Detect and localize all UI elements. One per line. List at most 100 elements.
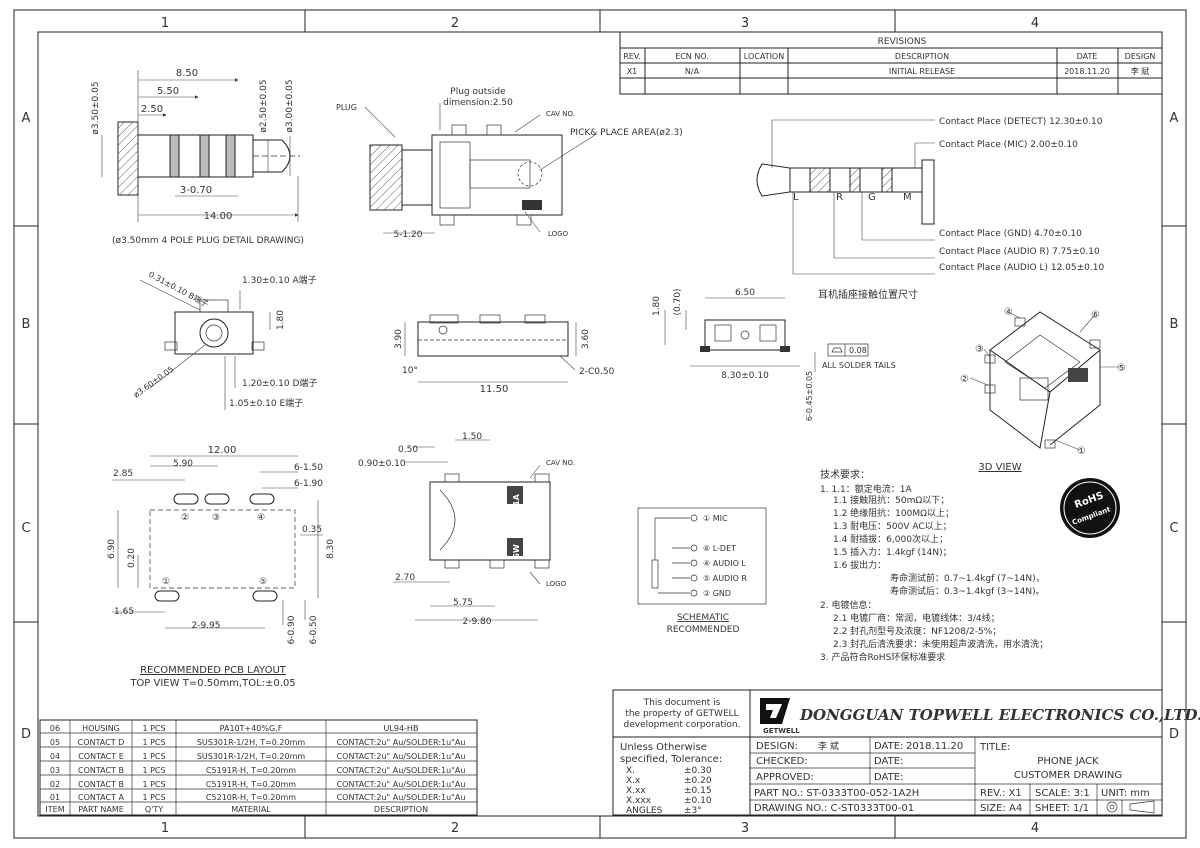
pcb-dim-6150: 6-1.50: [294, 463, 323, 473]
bom-cell: C5191R-H, T=0.20mm: [206, 780, 296, 789]
plug-dim-dia-300: ø3.00±0.05: [285, 79, 295, 132]
part-number: PART NO.: ST-0333T00-052-1A2H: [754, 788, 919, 799]
plug-dim-3070: 3-0.70: [180, 185, 212, 196]
zone-col-3-bottom: 3: [741, 821, 749, 836]
jack-bottom-view: 1A GW 0.50 1.50 0.90±0.10 CAV NO. 2.70 5…: [358, 432, 575, 627]
property-line-2: the property of GETWELL: [625, 709, 738, 719]
front-view-dim-105: 1.05±0.10 E端子: [229, 397, 303, 409]
tech-req-line-6: 1.6 拔出力：: [833, 559, 886, 571]
bom-cell: 03: [50, 766, 60, 775]
end-view-dim-045: 6-0.45±0.05: [805, 371, 814, 421]
bom-header: Q'TY: [145, 805, 163, 814]
bom-cell: CONTACT A: [78, 793, 124, 802]
tech-req-line-12: 2.3 封孔后清洗要求：未使用超声波清洗，用水清洗；: [833, 638, 1048, 650]
pcb-dim-2995: 2-9.95: [191, 621, 220, 631]
company-logo-icon: [760, 698, 790, 724]
bottom-view-dim-270: 2.70: [395, 573, 415, 583]
property-line-3: development corporation.: [624, 720, 741, 730]
date-value: 2018.11.20: [906, 741, 963, 752]
bom-cell: C5191R-H, T=0.20mm: [206, 766, 296, 775]
bom-header: ITEM: [45, 805, 64, 814]
title-label: TITLE:: [979, 742, 1010, 753]
contact-place-drawing: L R G M Contact Place (DETECT) 12.30±0.1…: [756, 117, 1104, 301]
bom-cell: 1 PCS: [142, 738, 165, 747]
tech-req-line-7: 寿命测试前：0.7~1.4kgf (7~14N)，: [890, 572, 1045, 584]
bom-cell: CONTACT E: [78, 752, 124, 761]
contact-place-detect: Contact Place (DETECT) 12.30±0.10: [939, 117, 1103, 127]
bottom-view-mark-1a: 1A: [512, 493, 521, 506]
bom-cell: CONTACT B: [78, 780, 124, 789]
approved-date-label: DATE:: [874, 772, 903, 783]
zone-row-a-left: A: [22, 111, 31, 126]
bom-cell: 1 PCS: [142, 752, 165, 761]
bom-cell: CONTACT D: [78, 738, 125, 747]
tolerance-label-xx: X.x: [626, 776, 641, 786]
side-view-plug-outside-1: Plug outside: [450, 87, 506, 97]
top-view-dim-1150: 11.50: [480, 384, 509, 395]
rev-value-design: 李 斌: [1131, 66, 1150, 76]
rev-header-date: DATE: [1077, 52, 1098, 61]
bom-cell: CONTACT:2u" Au/SOLDER:1u"Au: [337, 738, 466, 747]
date-label: DATE:: [874, 741, 903, 752]
bottom-view-dim-2980: 2-9.80: [462, 617, 491, 627]
pcb-pad-5: ⑤: [259, 577, 267, 587]
zone-labels: 1 2 3 4 1 2 3 4 A B C D A B C D: [21, 16, 1179, 836]
side-view-dim-5120: 5-1.20: [393, 230, 422, 240]
sheet-border: [13, 9, 1187, 839]
tolerance-value-xxx: ±0.15: [684, 786, 712, 796]
tolerance-title-2: specified, Tolerance:: [620, 754, 722, 765]
tolerance-value-x: ±0.30: [684, 766, 712, 776]
pcb-dim-690: 6.90: [107, 539, 117, 559]
rev-value-description: INITIAL RELEASE: [889, 67, 955, 76]
tech-req-line-3: 1.3 耐电压：500V AC以上；: [833, 520, 952, 532]
end-view-dim-070: (0.70): [673, 288, 683, 315]
tolerance-label-x: X.: [626, 766, 635, 776]
property-line-1: This document is: [643, 698, 721, 708]
rohs-badge: RoHS Compliant: [1060, 478, 1120, 538]
jack-end-view: 6.50 8.30±0.10 1.80 (0.70) 6-0.45±0.05 0…: [652, 288, 896, 421]
rev-header-description: DESCRIPTION: [895, 52, 949, 61]
flatness-symbol-icon: [831, 347, 843, 353]
rev-header-ecn: ECN NO.: [675, 52, 709, 61]
tech-req-line-2: 1.2 绝缘阻抗：100MΩ以上；: [833, 507, 954, 519]
bom-cell: CONTACT:2u" Au/SOLDER:1u"Au: [337, 766, 466, 775]
tolerance-value-xxxx: ±0.10: [684, 796, 712, 806]
rev-value-rev: X1: [627, 67, 638, 76]
zone-row-c-right: C: [1169, 521, 1178, 536]
tolerance-label-angles: ANGLES: [626, 806, 663, 816]
bom-cell: HOUSING: [82, 724, 120, 733]
bom-cell: CONTACT:2u" Au/SOLDER:1u"Au: [337, 752, 466, 761]
contact-letter-g: G: [868, 192, 876, 203]
bom-cell: UL94-HB: [384, 724, 419, 733]
zone-col-1-top: 1: [161, 16, 169, 31]
rev-value-ecn: N/A: [685, 67, 700, 76]
bottom-view-dim-575: 5.75: [453, 598, 473, 608]
company-logo-text: GETWELL: [763, 727, 800, 735]
contact-place-mic: Contact Place (MIC) 2.00±0.10: [939, 140, 1078, 150]
front-view-dim-120: 1.20±0.10 D端子: [242, 377, 317, 389]
sheet-size: SIZE: A4: [980, 803, 1022, 814]
schematic-pin-ldet: ⑥ L-DET: [703, 544, 736, 553]
schematic-caption-2: RECOMMENDED: [667, 625, 740, 635]
jack-front-view: 0.31±0.10 B端子 1.30±0.10 A端子 1.80 ø3.60±0…: [132, 269, 317, 410]
bom-cell: 02: [50, 780, 60, 789]
plug-dim-dia-350: ø3.50±0.05: [91, 81, 101, 134]
plug-detail-drawing: 8.50 5.50 2.50 14.00 3-0.70 ø3.50±0.05 ø…: [91, 68, 304, 246]
tech-req-title: 技术要求：: [820, 468, 870, 481]
pcb-dim-020: 0.20: [127, 548, 137, 568]
end-view-dim-830: 8.30±0.10: [721, 371, 769, 381]
bottom-view-dim-150: 1.50: [462, 432, 482, 442]
plug-dim-850: 8.50: [176, 68, 198, 79]
bottom-view-logo: LOGO: [546, 580, 567, 588]
bom-cell: 1 PCS: [142, 724, 165, 733]
bom-header: MATERIAL: [231, 805, 271, 814]
bom-cell: 05: [50, 738, 60, 747]
bom-cell: CONTACT:2u" Au/SOLDER:1u"Au: [337, 780, 466, 789]
zone-row-d-left: D: [21, 727, 31, 742]
pcb-dim-6090: 6-0.90: [287, 615, 297, 644]
zone-row-b-left: B: [22, 317, 31, 332]
zone-row-d-right: D: [1169, 727, 1179, 742]
schematic-pin-audio-l: ④ AUDIO L: [703, 559, 746, 568]
schematic-caption-1: SCHEMATIC: [677, 613, 729, 623]
